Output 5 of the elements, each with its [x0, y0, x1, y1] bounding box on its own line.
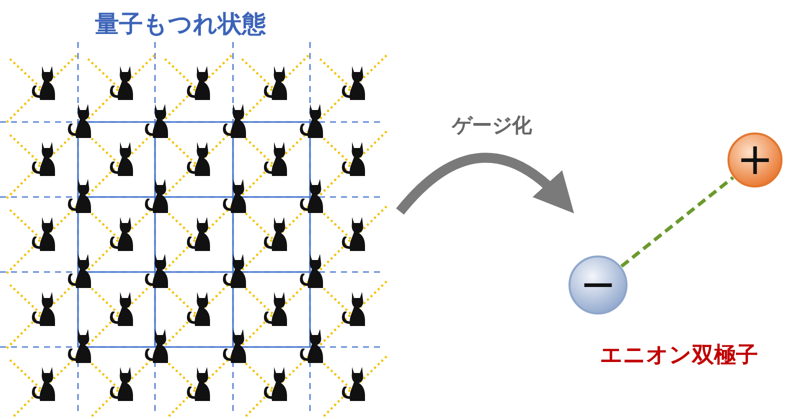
dipole-label: エニオン双極子: [600, 342, 758, 370]
charge-circle: +: [727, 132, 783, 188]
curved-arrow: [396, 152, 575, 215]
dashed-line: [620, 176, 734, 268]
charge-circle: −: [568, 255, 628, 315]
